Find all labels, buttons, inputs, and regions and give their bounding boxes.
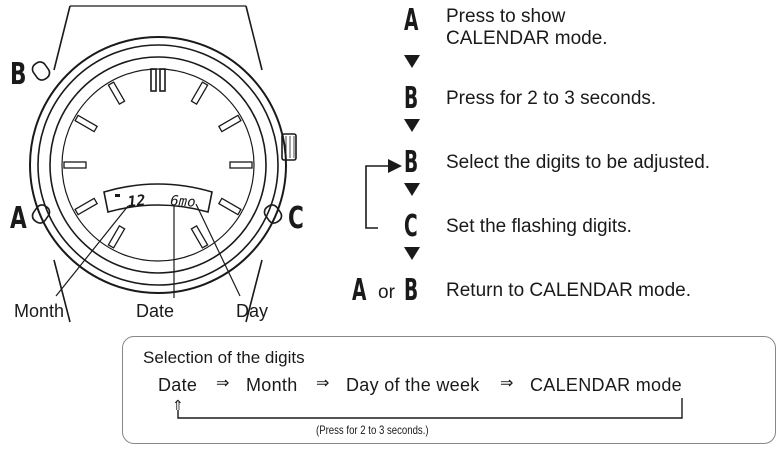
sequence-arrow-2: ⇒ [316,375,330,392]
twelve-marker-right [159,68,166,92]
hour-marker [74,114,99,133]
button-c-label: C [288,201,304,236]
hour-marker [74,197,99,216]
watch-case [29,36,287,294]
loop-up-arrow: ⇑ [172,397,184,413]
step-5-text: Return to CALENDAR mode. [446,280,691,301]
hour-marker [63,161,87,169]
step-5-letter-b: B [404,273,419,308]
lcd-mark-icon [115,194,120,197]
step-1-letter: A [404,3,419,38]
press-note: (Press for 2 to 3 seconds.) [316,423,429,437]
top-left-lug [53,5,71,71]
button-a [31,204,51,224]
sequence-date: Date [158,375,198,395]
day-callout: Day [236,301,269,321]
flow-arrow-1 [404,55,420,68]
bottom-left-lug [53,259,71,323]
month-callout: Month [14,301,65,321]
date-callout: Date [136,301,175,321]
sequence-day-of-week: Day of the week [346,375,480,395]
button-b [31,61,51,81]
step-4-letter: C [404,209,418,244]
bezel-inner [49,56,267,274]
step-5-or: or [378,282,395,303]
step-2-letter: B [404,81,419,116]
twelve-marker-left [150,68,157,92]
top-right-lug [245,5,263,71]
hour-marker [107,81,126,106]
hour-marker [217,114,242,133]
lcd-right-text: 6mo [170,193,196,211]
dial [61,68,255,262]
bottom-right-lug [245,259,263,323]
selection-loop-line [177,398,683,419]
selection-box [122,336,776,444]
step-3-letter: B [404,145,419,180]
sequence-calendar-mode: CALENDAR mode [530,375,682,395]
flow-arrow-4 [404,247,420,260]
hour-marker [229,161,253,169]
hour-marker [107,224,126,249]
step-3-text: Select the digits to be adjusted. [446,152,711,173]
hour-marker [190,81,209,106]
step-2-text: Press for 2 to 3 seconds. [446,88,657,109]
step-4-text: Set the flashing digits. [446,216,632,237]
step-5-letter-a: A [352,273,367,308]
sequence-arrow-1: ⇒ [216,375,230,392]
lcd-window [103,183,213,214]
selection-title: Selection of the digits [143,348,305,367]
month-pointer [55,205,129,297]
hour-marker [190,224,209,249]
day-pointer [195,203,241,297]
bezel-outer [37,44,279,286]
loop-back-arrow [365,159,402,229]
sequence-arrow-3: ⇒ [500,375,514,392]
step-1-text: Press to show CALENDAR mode. [446,6,608,49]
button-b-label: B [10,57,27,92]
hour-marker [217,197,242,216]
button-a-label: A [10,201,27,236]
sequence-month: Month [246,375,298,395]
crown [281,133,297,161]
flow-arrow-3 [404,183,420,196]
button-c [263,204,283,224]
flow-arrow-2 [404,119,420,132]
lcd-left-text: 12 [127,191,147,211]
watch-illustration: 12 6mo [29,5,297,323]
